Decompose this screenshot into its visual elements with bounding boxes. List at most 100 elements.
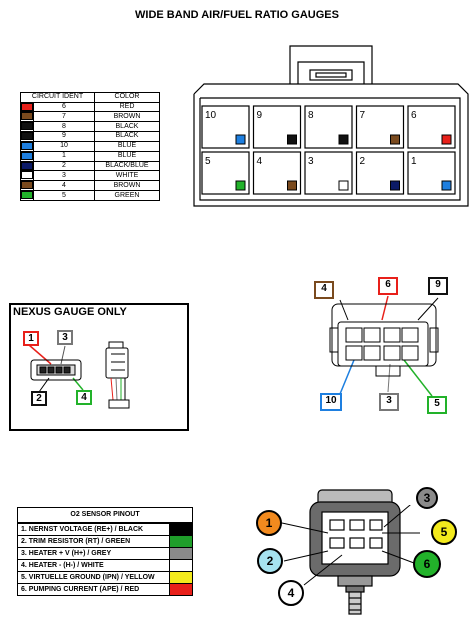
o2-sensor-connector-diagram	[309, 489, 401, 615]
o2-rows: 1. NERNST VOLTAGE (RE+) / BLACK 2. TRIM R…	[18, 523, 192, 595]
nexus-tag-2-label: 2	[36, 393, 42, 404]
nexus-tag-4: 4	[76, 390, 92, 405]
sensor-pin-4-label: 4	[287, 586, 295, 600]
legend-color-name: BLACK/BLUE	[94, 160, 160, 172]
legend-circuit-number: 9	[33, 131, 95, 142]
plug-tag-5: 5	[427, 396, 447, 414]
plug-tag-6: 6	[378, 277, 398, 295]
nexus-plug-face	[30, 359, 82, 381]
cavity-number: 4	[257, 156, 263, 167]
legend-circuit-number: 5	[33, 190, 95, 201]
nexus-gauge-panel	[9, 303, 189, 431]
plug-tag-9: 9	[428, 277, 448, 295]
o2-pin-text: 1. NERNST VOLTAGE (RE+) / BLACK	[21, 526, 144, 533]
page-title: WIDE BAND AIR/FUEL RATIO GAUGES	[135, 9, 339, 21]
o2-pin-row: 1. NERNST VOLTAGE (RE+) / BLACK	[18, 523, 192, 535]
legend-color-name: BLUE	[94, 150, 160, 162]
cavity-number: 6	[411, 110, 417, 121]
cavity-color-swatch	[338, 180, 349, 191]
plug-tag-9-label: 9	[435, 279, 441, 290]
legend-swatch	[20, 190, 34, 201]
cavity-color-swatch	[441, 134, 452, 145]
sensor-pin-1: 1	[256, 510, 282, 536]
nexus-tag-3: 3	[57, 330, 73, 345]
sensor-pin-2-label: 2	[266, 554, 274, 568]
plug-tag-10-label: 10	[325, 395, 337, 406]
plug-tag-10: 10	[320, 393, 342, 411]
connector-latch	[289, 45, 373, 84]
plug-tag-3: 3	[379, 393, 399, 411]
legend-swatch	[20, 140, 34, 152]
legend-circuit-number: 7	[33, 111, 95, 123]
o2-pin-text: 5. VIRTUELLE GROUND (IPN) / YELLOW	[21, 574, 155, 581]
legend-color-name: GREEN	[94, 190, 160, 201]
sensor-leader-lines	[281, 505, 420, 586]
cavity-color-swatch	[390, 180, 400, 191]
o2-pin-text: 2. TRIM RESISTOR (RT) / GREEN	[21, 538, 131, 545]
o2-pin-swatch	[169, 560, 192, 571]
sensor-pin-5-label: 5	[440, 525, 448, 539]
legend-circuit-number: 1	[33, 150, 95, 162]
cavity-number: 9	[257, 110, 263, 121]
o2-pin-row: 3. HEATER + V (H+) / GREY	[18, 547, 192, 559]
legend-swatch	[20, 160, 34, 172]
o2-pin-text: 3. HEATER + V (H+) / GREY	[21, 550, 112, 557]
nexus-tag-1: 1	[23, 331, 39, 346]
nexus-title: NEXUS GAUGE ONLY	[13, 306, 127, 318]
o2-pin-row: 2. TRIM RESISTOR (RT) / GREEN	[18, 535, 192, 547]
o2-pin-row: 5. VIRTUELLE GROUND (IPN) / YELLOW	[18, 571, 192, 583]
plug-tag-5-label: 5	[434, 398, 440, 409]
cavity-color-swatch	[287, 134, 297, 145]
legend-swatch	[20, 111, 34, 123]
legend-color-name: RED	[94, 101, 160, 113]
cavity-color-swatch	[390, 134, 400, 145]
o2-pin-swatch	[169, 584, 192, 595]
cavity-color-swatch	[235, 134, 246, 145]
legend-circuit-number: 8	[33, 121, 95, 133]
cavity-number: 7	[360, 110, 366, 121]
cavity-color-swatch	[287, 180, 297, 191]
cavity-number: 10	[205, 110, 217, 121]
nexus-tag-3-label: 3	[62, 332, 68, 343]
nexus-connector-diagram	[28, 341, 130, 409]
sensor-pin-1-label: 1	[265, 516, 273, 530]
cavity-color-swatch	[338, 134, 349, 145]
connector-body	[193, 83, 469, 207]
o2-sensor-pinout-table: O2 SENSOR PINOUT 1. NERNST VOLTAGE (RE+)…	[17, 507, 193, 596]
legend-swatch	[20, 131, 34, 142]
cavity-color-swatch	[441, 180, 452, 191]
nexus-tag-2: 2	[31, 391, 47, 406]
o2-pin-row: 6. PUMPING CURRENT (APE) / RED	[18, 583, 192, 595]
o2-pin-swatch	[169, 536, 192, 547]
o2-pin-swatch	[169, 524, 192, 535]
plug-tag-4-label: 4	[321, 283, 327, 294]
legend-color-name: WHITE	[94, 170, 160, 182]
cavity-number: 2	[360, 156, 366, 167]
plug-tag-6-label: 6	[385, 279, 391, 290]
connector-cavity	[407, 151, 456, 195]
o2-pin-text: 6. PUMPING CURRENT (APE) / RED	[21, 586, 140, 593]
sensor-pin-3-label: 3	[423, 491, 431, 505]
plug-tag-4: 4	[314, 281, 334, 299]
nexus-tag-1-label: 1	[28, 333, 34, 344]
legend-circuit-number: 3	[33, 170, 95, 182]
legend-circuit-number: 10	[33, 140, 95, 152]
sensor-pin-3: 3	[416, 487, 438, 509]
nexus-plug-side	[105, 347, 129, 379]
legend-swatch	[20, 101, 34, 113]
legend-circuit-number: 4	[33, 180, 95, 192]
legend-color-name: BLACK	[94, 131, 160, 142]
o2-table-title: O2 SENSOR PINOUT	[18, 508, 192, 523]
cavity-number: 8	[308, 110, 314, 121]
